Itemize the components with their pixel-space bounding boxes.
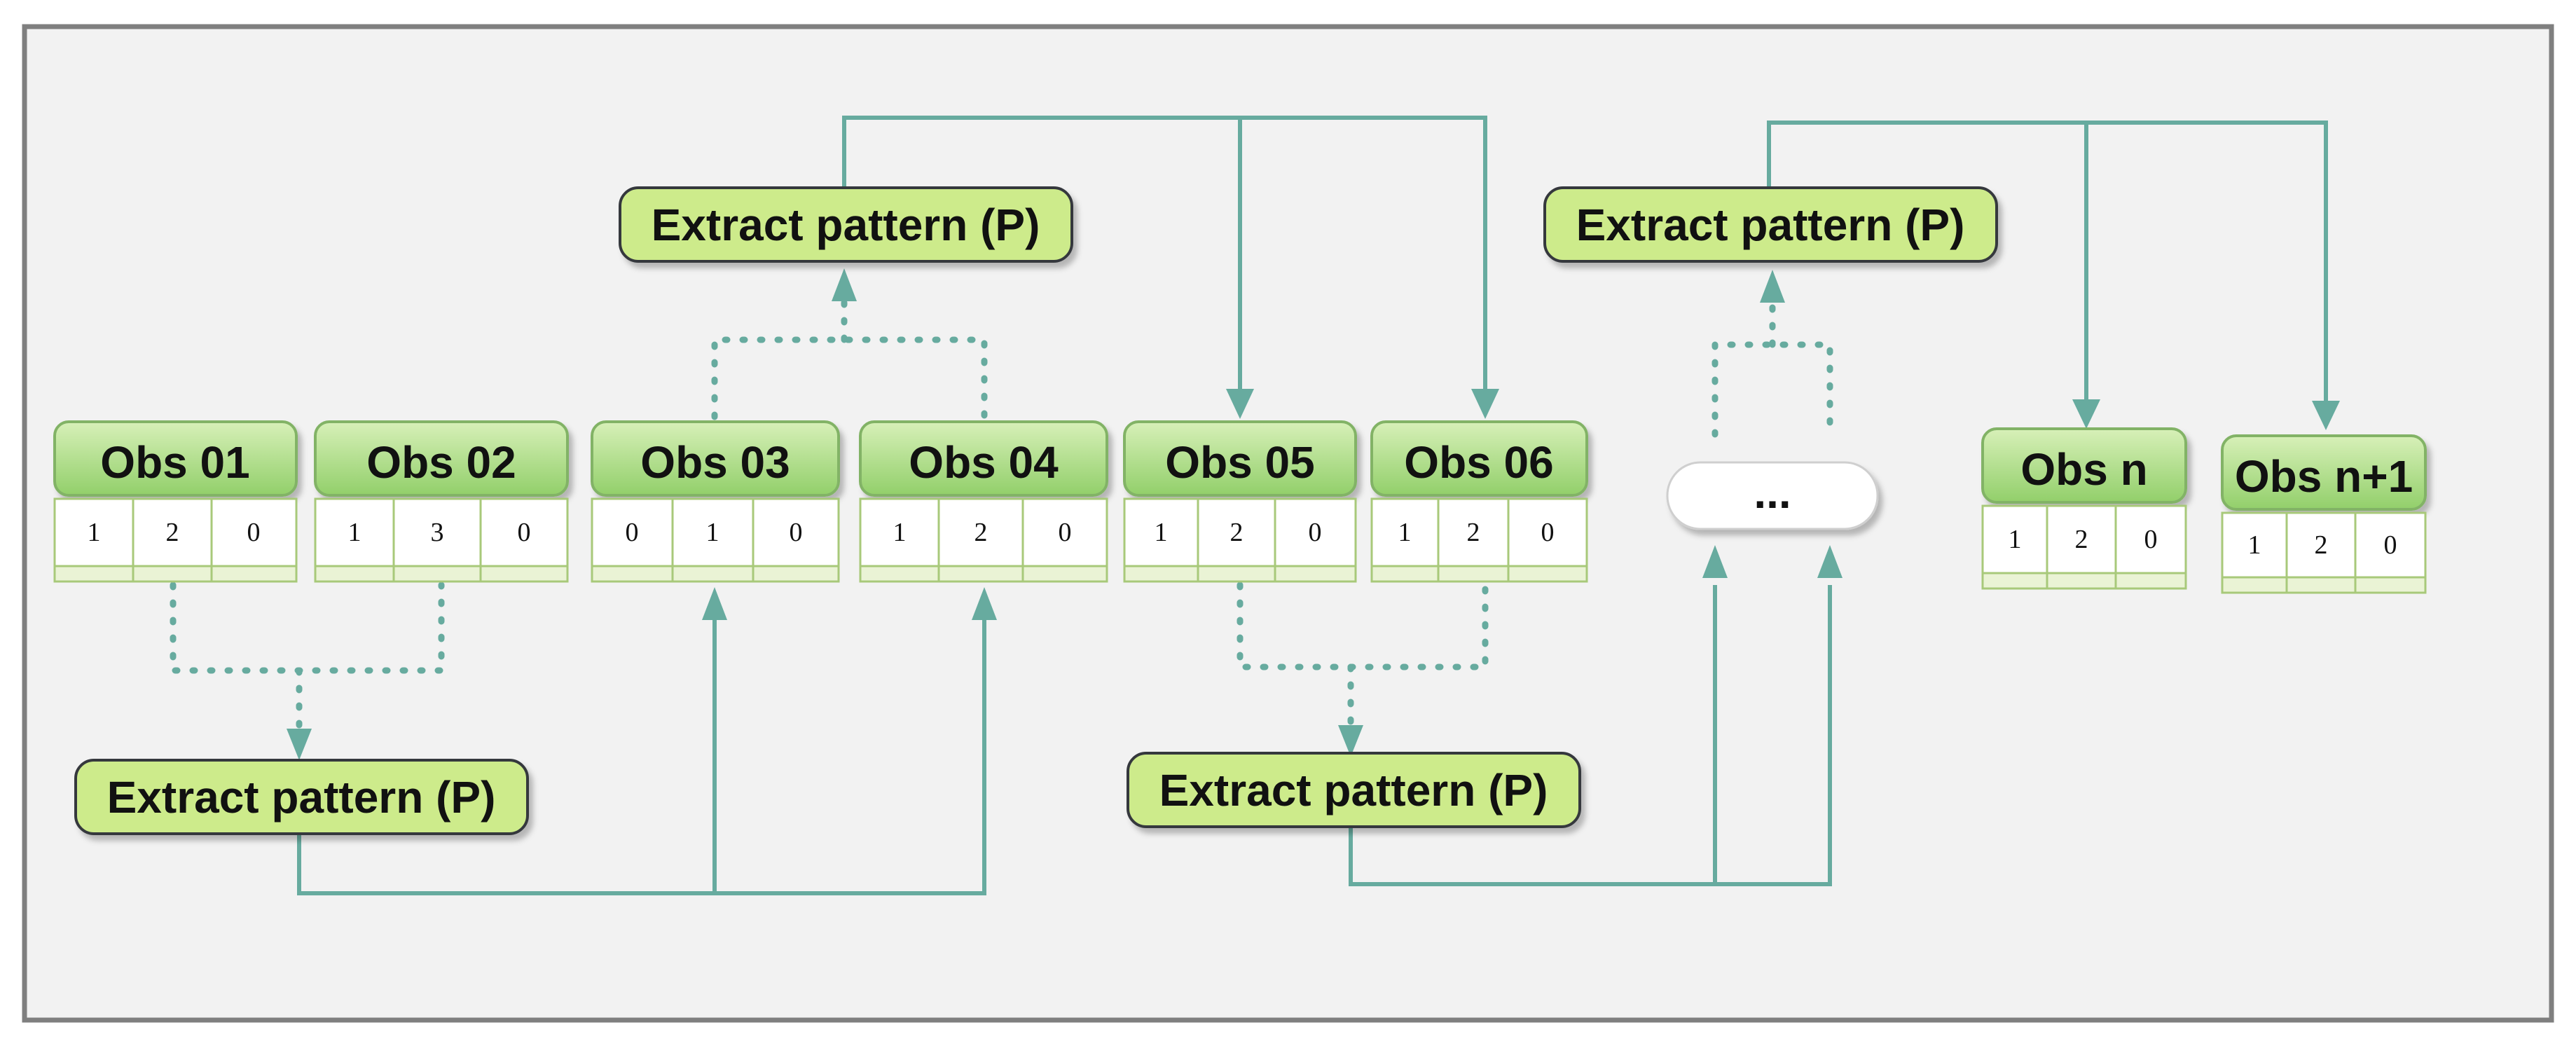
extract-label: Extract pattern (P) bbox=[107, 772, 496, 823]
obs-cell: 0 bbox=[247, 518, 261, 547]
arrowhead-obs-n1 bbox=[2312, 401, 2340, 430]
obs-label: Obs 06 bbox=[1404, 437, 1553, 488]
obs-cell: 0 bbox=[1059, 518, 1072, 547]
obs-cell: 1 bbox=[1398, 518, 1412, 547]
dotted-ellipsis bbox=[1711, 341, 1833, 438]
arrowhead-extract3 bbox=[1338, 725, 1363, 757]
obs-label: Obs n bbox=[2020, 444, 2147, 495]
dotted-obs05-obs06 bbox=[1237, 582, 1489, 670]
ellipsis-box: ... bbox=[1666, 461, 1879, 530]
obs-03: Obs 03 0 1 0 bbox=[591, 420, 840, 583]
obs-label: Obs 05 bbox=[1165, 437, 1314, 488]
arrowheads bbox=[287, 268, 2340, 760]
extract-pattern-box: Extract pattern (P) bbox=[74, 759, 529, 835]
extract-label: Extract pattern (P) bbox=[1576, 200, 1965, 250]
obs-n-plus-1: Obs n+1 1 2 0 bbox=[2221, 434, 2427, 594]
obs-cell: 0 bbox=[790, 518, 803, 547]
obs-02: Obs 02 1 3 0 bbox=[314, 420, 569, 583]
arrowhead-obs04 bbox=[972, 587, 997, 620]
arrowhead-obs03 bbox=[702, 587, 727, 620]
obs-cell: 2 bbox=[166, 518, 179, 547]
obs-cell: 0 bbox=[1541, 518, 1555, 547]
obs-cell: 2 bbox=[1467, 518, 1480, 547]
obs-cell: 1 bbox=[893, 518, 907, 547]
extract-pattern-box: Extract pattern (P) bbox=[619, 186, 1073, 263]
dotted-connectors bbox=[170, 287, 1833, 736]
connector-extract4-to-obs-n1 bbox=[1767, 121, 2328, 406]
obs-cell: 1 bbox=[2248, 530, 2261, 560]
obs-n: Obs n 1 2 0 bbox=[1981, 427, 2187, 590]
arrowhead-extract2 bbox=[832, 268, 857, 301]
obs-01: Obs 01 1 2 0 bbox=[53, 420, 298, 583]
extract-label: Extract pattern (P) bbox=[1159, 765, 1548, 816]
arrowhead-obs06 bbox=[1471, 389, 1499, 419]
arrowhead-ellipsis-right bbox=[1817, 545, 1843, 578]
obs-cell: 0 bbox=[2144, 525, 2158, 554]
arrowhead-ellipsis-left bbox=[1702, 545, 1728, 578]
obs-05: Obs 05 1 2 0 bbox=[1123, 420, 1357, 583]
connector-extract1-to-obs04 bbox=[297, 620, 986, 895]
ellipsis-label: ... bbox=[1754, 467, 1791, 518]
extract-pattern-box: Extract pattern (P) bbox=[1127, 752, 1581, 828]
obs-label: Obs 03 bbox=[640, 437, 790, 488]
obs-label: Obs 02 bbox=[366, 437, 516, 488]
obs-cell: 0 bbox=[1309, 518, 1322, 547]
obs-cell: 1 bbox=[88, 518, 101, 547]
obs-cell: 1 bbox=[348, 518, 361, 547]
obs-04: Obs 04 1 2 0 bbox=[859, 420, 1108, 583]
obs-cell: 2 bbox=[2075, 525, 2088, 554]
obs-cell: 2 bbox=[974, 518, 988, 547]
arrowhead-obs-n bbox=[2072, 399, 2100, 429]
obs-cell: 0 bbox=[2384, 530, 2397, 560]
obs-cell: 2 bbox=[1230, 518, 1244, 547]
connector-extract3-to-ellipsis-right bbox=[1349, 585, 1832, 886]
arrowhead-extract4 bbox=[1760, 270, 1785, 303]
connector-extract2-to-obs06 bbox=[842, 116, 1487, 392]
arrowhead-obs05 bbox=[1226, 389, 1254, 419]
extract-label: Extract pattern (P) bbox=[652, 200, 1040, 250]
arrowhead-extract1 bbox=[287, 729, 312, 760]
obs-cell: 1 bbox=[706, 518, 719, 547]
dotted-obs03-obs04 bbox=[711, 336, 988, 420]
obs-06: Obs 06 1 2 0 bbox=[1370, 420, 1588, 583]
obs-cell: 0 bbox=[626, 518, 639, 547]
extract-pattern-box: Extract pattern (P) bbox=[1543, 186, 1998, 263]
obs-cell: 2 bbox=[2315, 530, 2328, 560]
solid-connectors bbox=[297, 116, 2328, 895]
obs-label: Obs 01 bbox=[100, 437, 249, 488]
obs-cell: 1 bbox=[2009, 525, 2022, 554]
obs-cell: 1 bbox=[1155, 518, 1168, 547]
obs-cell: 3 bbox=[431, 518, 444, 547]
obs-label: Obs 04 bbox=[909, 437, 1059, 488]
obs-label: Obs n+1 bbox=[2235, 451, 2413, 502]
obs-cell: 0 bbox=[518, 518, 531, 547]
